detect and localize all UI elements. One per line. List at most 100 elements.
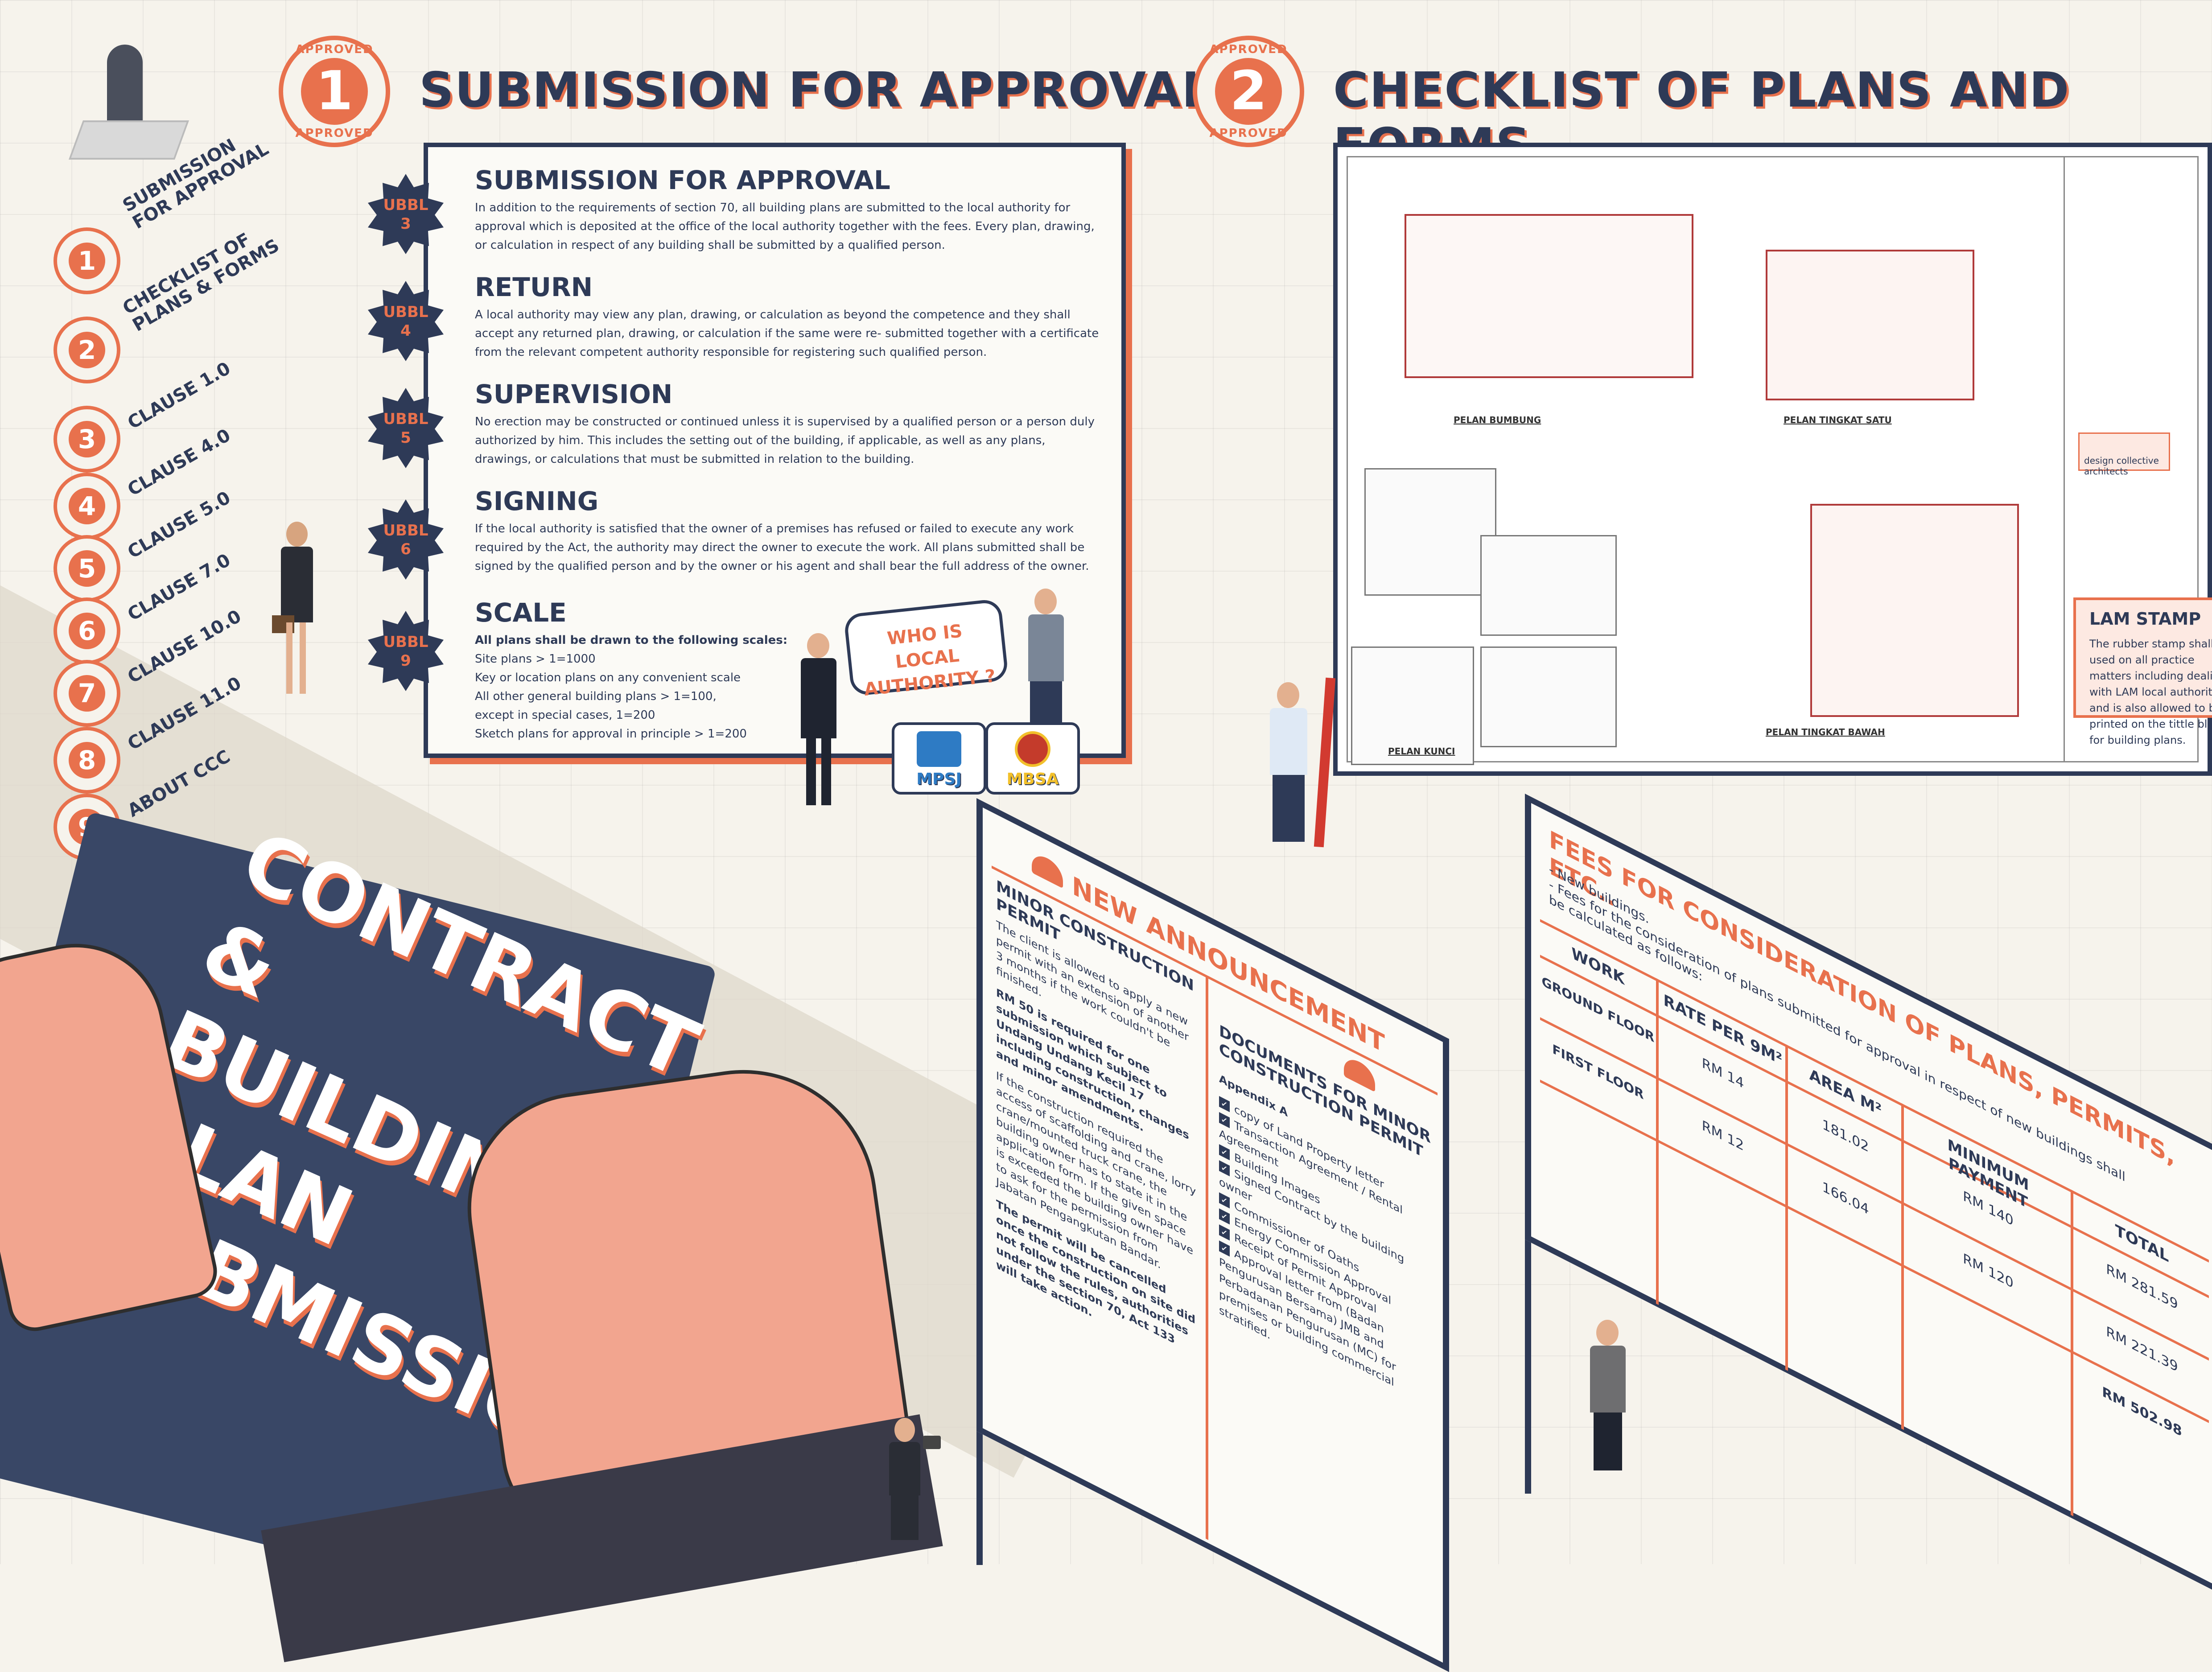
checkbox-checked-icon: ✓ [1219,1112,1230,1128]
approved-badge-icon: 7 [54,660,120,727]
tablet-icon [923,1436,941,1449]
section-heading: SIGNING [475,486,599,516]
badge-number: 8 [69,742,105,778]
scale-line: except in special cases, 1=200 [475,708,655,722]
sidebar-item-2[interactable]: 2 CHECKLIST OF PLANS & FORMS [54,229,285,388]
approved-badge-icon: 6 [54,597,120,664]
checkbox-checked-icon: ✓ [1219,1240,1230,1257]
sidebar-item-8[interactable]: 8 CLAUSE 11.0 [54,673,285,798]
ubbl-badge-number: 3 [400,215,411,233]
stamp-text-bottom: APPROVED [295,127,374,140]
fees-row-rate: RM 12 [1701,1117,1744,1155]
scale-line: All other general building plans > 1=100… [475,690,717,703]
approved-badge-icon: 5 [54,535,120,602]
key-plan-drawing: PELAN KUNCI [1351,647,1474,765]
ubbl-badge-number: 6 [400,540,411,558]
sidebar-item-3[interactable]: 3 CLAUSE 1.0 [54,358,285,477]
door-schedule-table [1480,535,1617,636]
lam-title: LAM STAMP [2089,609,2201,629]
sheet-border [1347,156,2199,762]
section-heading: SCALE [475,597,567,628]
badge-number: 6 [69,613,105,649]
approved-stamp-2: APPROVED 2 APPROVED [1193,36,1304,147]
badge-number: 7 [69,675,105,712]
ubbl-badge: UBBL 6 [366,499,446,580]
ubbl-seal-icon [368,611,444,691]
scale-line: All plans shall be drawn to the followin… [475,634,788,647]
ubbl-seal-icon [368,174,444,254]
mbsa-logo: MBSA [985,722,1080,795]
stamp-text-bottom: APPROVED [1209,127,1288,140]
logo-label: MBSA [1006,770,1059,788]
ubbl-badge: UBBL 5 [366,388,446,468]
speech-bubble: WHO IS LOCAL AUTHORITY ? [843,598,1009,700]
section1-title: SUBMISSION FOR APPROVAL [419,62,1214,118]
ubbl-badge: UBBL 4 [366,281,446,361]
lam-stamp-box: design collective architects [2078,432,2170,477]
ubbl-badge-label: UBBL [383,633,428,651]
rubber-stamp-base-icon [68,120,189,160]
plan-label-roof: PELAN BUMBUNG [1454,415,1541,425]
table-rule [1901,1103,1904,1430]
section-body: A local authority may view any plan, dra… [475,308,1099,359]
ubbl-badge-label: UBBL [383,303,428,321]
badge-number: 3 [69,421,105,457]
scale-line: Site plans > 1=1000 [475,652,596,666]
checkbox-checked-icon: ✓ [1219,1160,1230,1177]
ubbl-badge-label: UBBL [383,196,428,214]
siren-icon [1032,850,1063,889]
lam-body: The rubber stamp shall be used on all pr… [2089,638,2212,746]
plan-label-first: PELAN TINGKAT SATU [1784,415,1892,425]
window-schedule-table [1480,647,1617,747]
sidebar-item-7[interactable]: 7 CLAUSE 10.0 [54,606,285,731]
approved-badge-icon: 8 [54,727,120,794]
table-rule [1656,978,1659,1305]
ubbl-badge-number: 5 [400,429,411,447]
ubbl-badge: UBBL 9 [366,611,446,691]
ubbl-seal-icon [368,388,444,468]
ubbl-badge-number: 4 [400,322,411,340]
bubble-text: WHO IS LOCAL AUTHORITY ? [863,621,997,700]
approved-badge-icon: 3 [54,406,120,473]
approved-badge-icon: 1 [54,227,120,294]
area-schedule-table [1364,468,1496,596]
ubbl-seal-icon [368,499,444,580]
lam-stamp-callout: LAM STAMP The rubber stamp shall be used… [2073,597,2212,746]
ubbl-badge-label: UBBL [383,522,428,539]
ubbl-badge-label: UBBL [383,410,428,428]
ubbl-badge-number: 9 [400,652,411,670]
table-rule [2071,1189,2073,1516]
section-heading: SUPERVISION [475,379,673,409]
plan-label-key: PELAN KUNCI [1388,746,1455,757]
badge-number: 1 [69,243,105,279]
approved-badge-icon: 2 [54,317,120,383]
sidebar-item-1[interactable]: 1 SUBMISSION FOR APPROVAL [54,135,285,299]
fees-row-work: FIRST FLOOR [1552,1041,1644,1103]
section-body: In addition to the requirements of secti… [475,201,1095,252]
fees-header-total: TOTAL [2115,1221,2169,1266]
sidebar-item-6[interactable]: 6 CLAUSE 7.0 [54,550,285,669]
ubbl-seal-icon [368,281,444,361]
scale-list: All plans shall be drawn to the followin… [475,631,796,743]
stamp-text-top: APPROVED [295,43,374,56]
badge-number: 5 [69,550,105,587]
sidebar-item-5[interactable]: 5 CLAUSE 5.0 [54,487,285,606]
section-body: No erection may be constructed or contin… [475,415,1095,466]
roof-plan-drawing [1405,214,1693,378]
mbsa-crest-icon [1015,731,1050,767]
stamp-number: 1 [301,58,368,125]
ubbl-badge: UBBL 3 [366,174,446,254]
plan-label-ground: PELAN TINGKAT BAWAH [1766,727,1885,737]
approved-stamp-1: APPROVED 1 APPROVED [279,36,390,147]
scale-line: Sketch plans for approval in principle >… [475,727,747,741]
section-heading: RETURN [475,272,593,302]
badge-number: 2 [69,332,105,368]
building-plan-sheet: PELAN BUMBUNG PELAN TINGKAT SATU PELAN T… [1333,143,2212,776]
logo-label: MPSJ [916,770,962,788]
approved-badge-icon: 4 [54,473,120,539]
firm-name: design collective architects [2084,455,2159,477]
first-floor-plan-drawing [1766,250,1974,400]
ground-floor-plan-drawing [1810,504,2019,717]
stamp-number: 2 [1215,58,1282,125]
mpsj-emblem-icon [917,731,961,767]
